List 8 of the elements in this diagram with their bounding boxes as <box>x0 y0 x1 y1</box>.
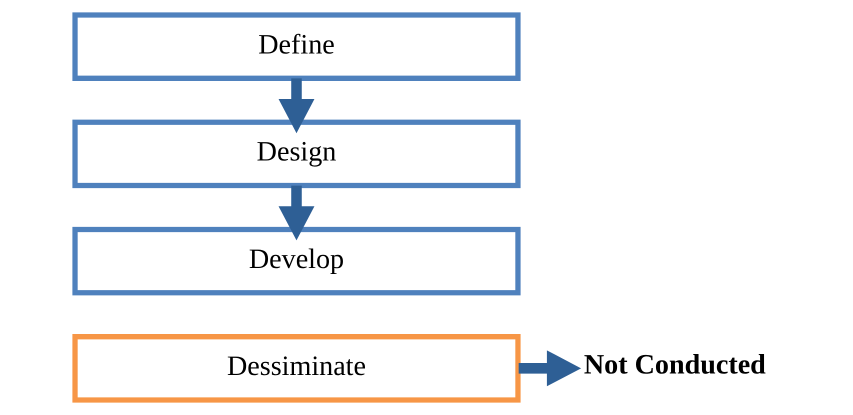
arrow <box>278 78 314 134</box>
node-text: Not Conducted <box>583 349 766 380</box>
node-box: Develop <box>72 226 520 296</box>
arrow <box>518 350 581 386</box>
arrow <box>278 186 314 240</box>
node-box: Dessiminate <box>72 334 520 403</box>
node-box: Design <box>72 120 520 188</box>
node-box: Define <box>72 12 520 81</box>
